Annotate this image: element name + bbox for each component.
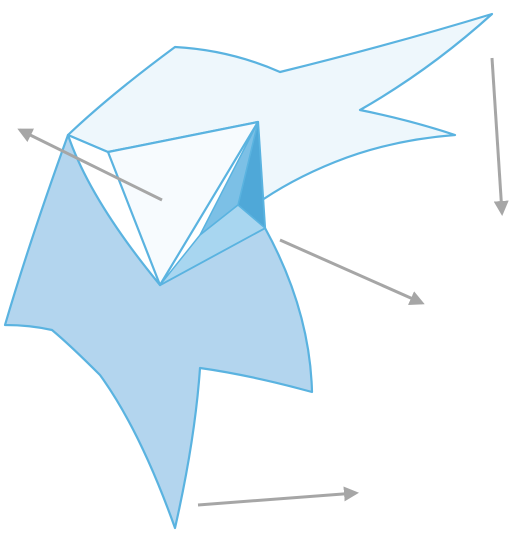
arrow-right (198, 493, 356, 505)
arrow-down-right (280, 240, 422, 303)
arrow-down (492, 58, 502, 213)
